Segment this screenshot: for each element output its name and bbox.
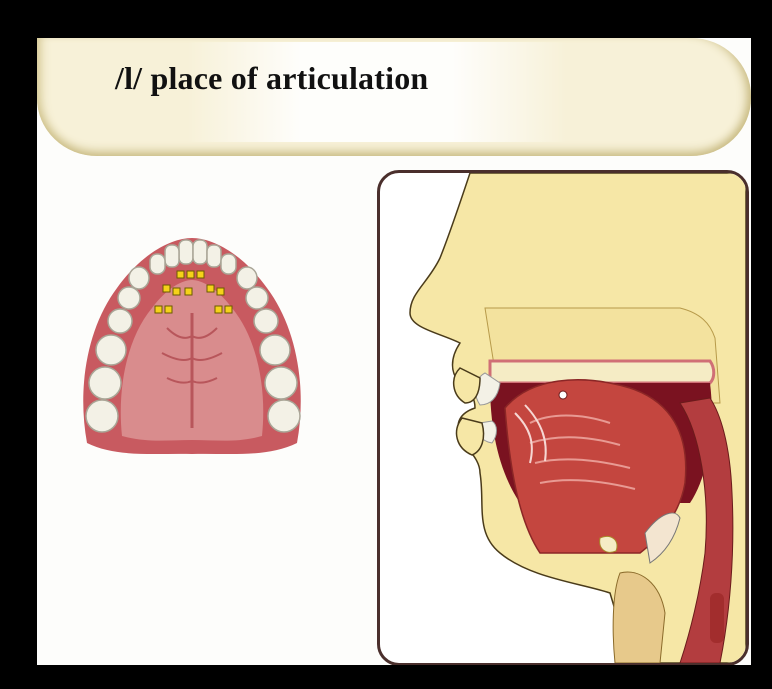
marker (177, 271, 184, 278)
marker (207, 285, 214, 292)
marker (215, 306, 222, 313)
trachea (710, 593, 724, 643)
upper-palate-illustration (67, 218, 317, 468)
marker (185, 288, 192, 295)
palate-shelf (490, 361, 714, 383)
tongue-contact-point (559, 391, 567, 399)
sagittal-head-section-illustration (377, 170, 749, 665)
marker (173, 288, 180, 295)
marker (217, 288, 224, 295)
lower-lip (457, 418, 484, 455)
marker (163, 285, 170, 292)
marker (165, 306, 172, 313)
marker (187, 271, 194, 278)
slide-title: /l/ place of articulation (115, 60, 428, 97)
marker (155, 306, 162, 313)
title-banner: /l/ place of articulation (37, 38, 751, 156)
marker (197, 271, 204, 278)
palate-svg (67, 218, 317, 468)
marker (225, 306, 232, 313)
sagittal-svg (380, 173, 746, 663)
slide: /l/ place of articulation (37, 38, 751, 665)
